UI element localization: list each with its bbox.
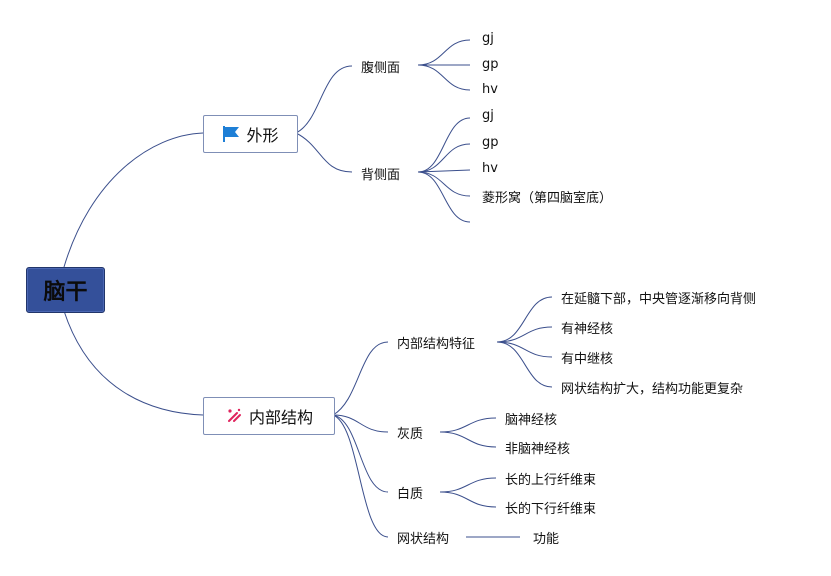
- dorsal-label: 背侧面: [361, 168, 401, 183]
- root-label: 脑干: [43, 280, 88, 305]
- connector-ventral-1: [417, 39, 471, 66]
- connector-features-4: [496, 341, 553, 388]
- white-item[interactable]: 长的下行纤维束: [505, 502, 597, 517]
- connector-features-1: [496, 296, 553, 343]
- ventral-label: 腹侧面: [361, 61, 401, 76]
- features-item[interactable]: 网状结构扩大，结构功能更复杂: [561, 382, 744, 397]
- connector-dorsal-2: [417, 143, 471, 173]
- gray-item[interactable]: 非脑神经核: [505, 442, 571, 457]
- gray-matter-label: 灰质: [397, 427, 424, 442]
- features-item[interactable]: 有中继核: [561, 352, 614, 367]
- white-item[interactable]: 长的上行纤维束: [505, 473, 597, 488]
- connector-dorsal-4: [417, 171, 471, 197]
- connector-internal-white: [332, 414, 389, 493]
- white-matter-node[interactable]: 白质: [397, 483, 423, 502]
- ventral-item[interactable]: gp: [482, 57, 499, 72]
- connector-features-2: [496, 326, 553, 343]
- connector-features-3: [496, 341, 553, 358]
- connector-dorsal-5: [417, 171, 471, 223]
- white-matter-label: 白质: [397, 487, 424, 502]
- branch-external-node[interactable]: 外形: [203, 115, 298, 153]
- flag-icon: [222, 125, 240, 143]
- connector-gray-2: [439, 431, 497, 448]
- connector-internal-reticular: [332, 414, 389, 538]
- reticular-item[interactable]: 功能: [533, 532, 560, 547]
- gray-item[interactable]: 脑神经核: [505, 413, 558, 428]
- ventral-item[interactable]: gj: [482, 31, 494, 46]
- connector-white-2: [439, 491, 497, 508]
- connector-internal-gray: [332, 414, 389, 433]
- ventral-item[interactable]: hv: [482, 82, 498, 97]
- branch-internal-node[interactable]: 内部结构: [203, 397, 335, 435]
- sparkle-icon: [225, 407, 243, 425]
- reticular-label: 网状结构: [397, 532, 450, 547]
- gray-matter-node[interactable]: 灰质: [397, 423, 423, 442]
- ventral-node[interactable]: 腹侧面: [361, 57, 400, 76]
- dorsal-item[interactable]: gp: [482, 135, 499, 150]
- features-item[interactable]: 有神经核: [561, 322, 614, 337]
- root-node[interactable]: 脑干: [26, 267, 105, 313]
- connector-external-ventral: [295, 65, 353, 134]
- features-node[interactable]: 内部结构特征: [397, 333, 475, 352]
- dorsal-item[interactable]: gj: [482, 108, 494, 123]
- connector-root-internal: [63, 310, 204, 416]
- dorsal-item[interactable]: 菱形窝（第四脑室底）: [482, 191, 613, 206]
- connector-dorsal-3: [417, 169, 471, 173]
- connector-root-external: [63, 132, 204, 268]
- branch-external-label: 外形: [246, 126, 279, 145]
- dorsal-node[interactable]: 背侧面: [361, 164, 400, 183]
- dorsal-item[interactable]: hv: [482, 161, 498, 176]
- connector-white-1: [439, 477, 497, 493]
- features-label: 内部结构特征: [397, 337, 476, 352]
- connector-ventral-3: [417, 64, 471, 91]
- connector-dorsal-1: [417, 117, 471, 173]
- connector-gray-1: [439, 417, 497, 433]
- connector-internal-features: [332, 341, 389, 416]
- connector-external-dorsal: [295, 132, 353, 173]
- reticular-node[interactable]: 网状结构: [397, 528, 449, 547]
- features-item[interactable]: 在延髓下部，中央管逐渐移向背侧: [561, 292, 757, 307]
- branch-internal-label: 内部结构: [248, 408, 313, 427]
